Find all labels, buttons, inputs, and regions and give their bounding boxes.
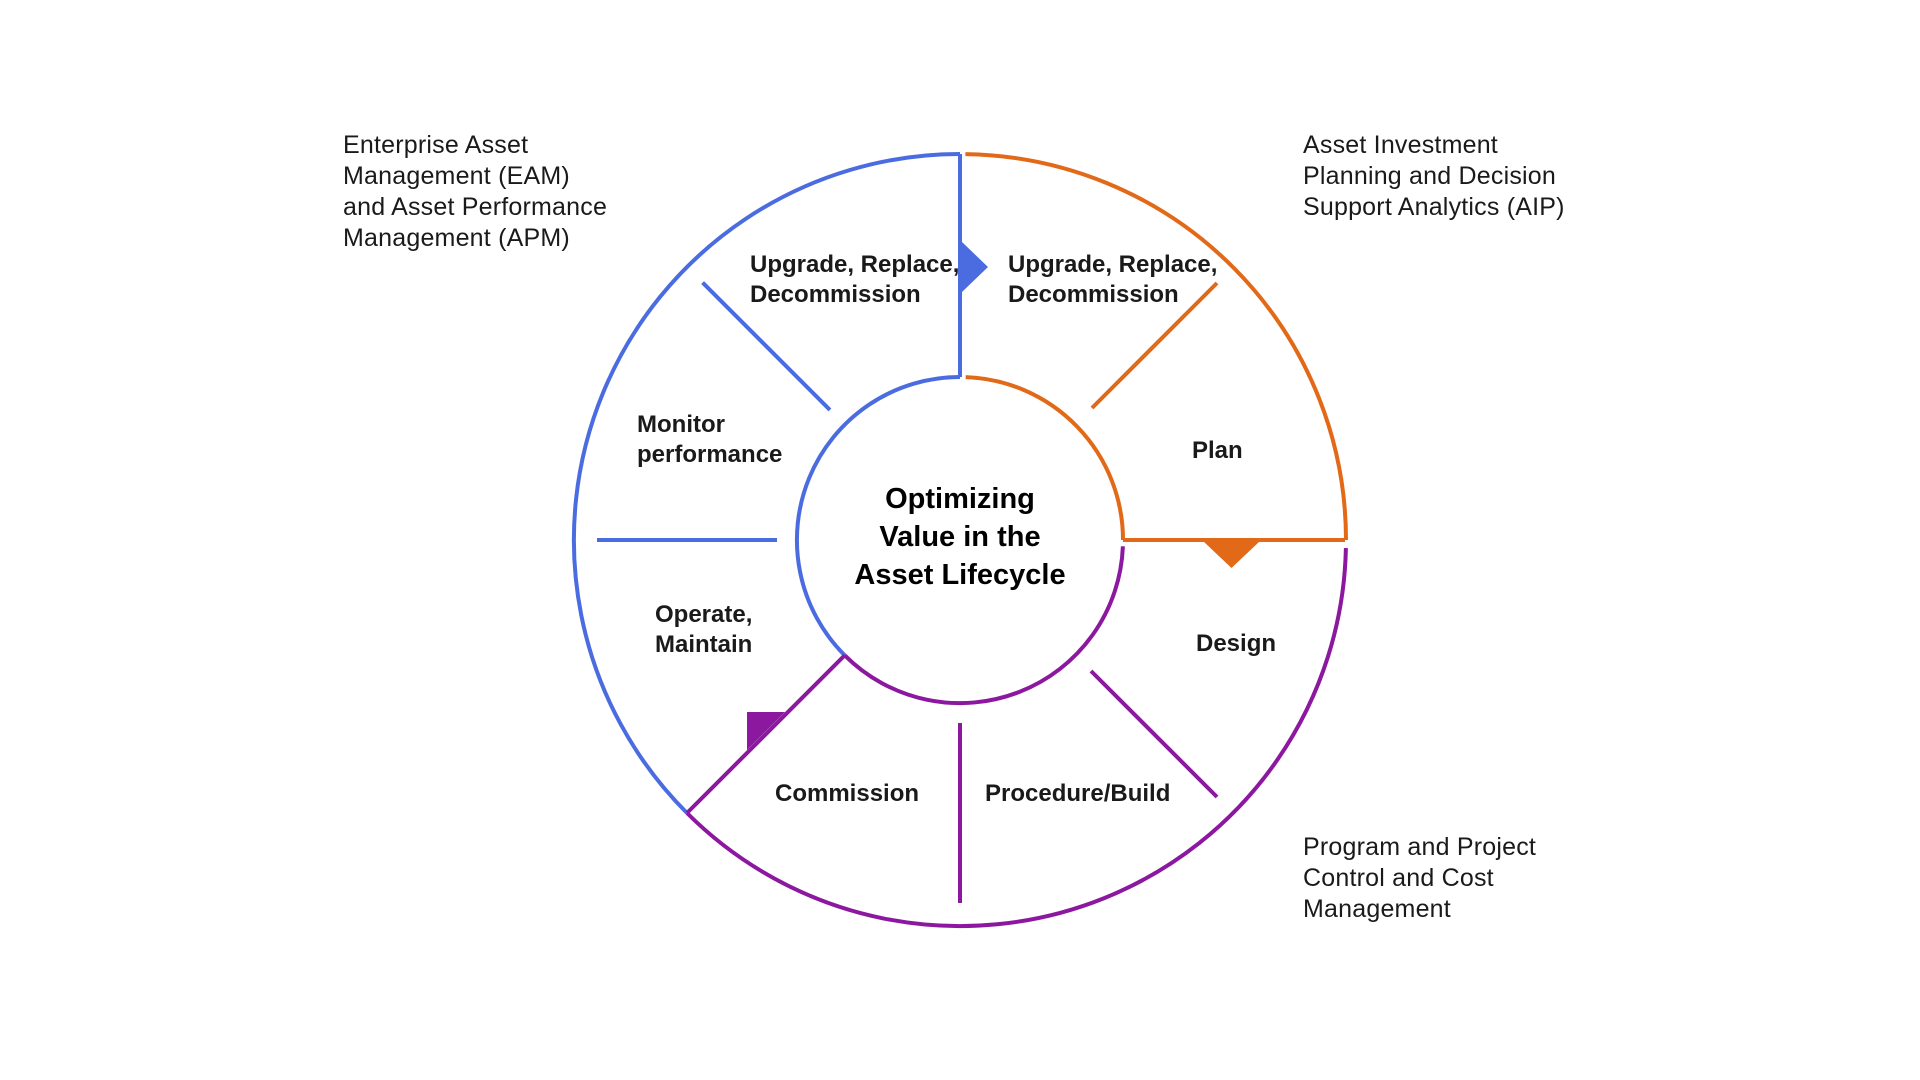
segment-label-operate-maintain: Operate, Maintain <box>655 601 753 658</box>
aip-to-ppc-arrow-icon <box>1203 541 1260 568</box>
annotation-eam-apm: Enterprise Asset Management (EAM) and As… <box>343 131 608 252</box>
segment-label-procedure-build: Procedure/Build <box>985 780 1171 807</box>
segment-label-upgrade-eam: Upgrade, Replace, Decommission <box>750 251 960 308</box>
aip-inner-arc <box>965 375 1125 541</box>
segment-label-design: Design <box>1196 630 1277 657</box>
ppc-inner-arc <box>843 546 1125 706</box>
ppc-outer-arc <box>685 548 1348 929</box>
center-title: Optimizing Value in the Asset Lifecycle <box>854 483 1066 591</box>
eam-inner-arc <box>794 375 961 657</box>
ppc-to-eam-arrow-icon <box>747 712 785 750</box>
divider-upgrade-plan <box>1090 281 1219 410</box>
divider-upgrade-monitor <box>701 281 832 412</box>
annotation-program-project: Program and Project Control and Cost Man… <box>1303 833 1537 923</box>
aip-outer-arc <box>965 152 1348 541</box>
segment-label-plan: Plan <box>1192 437 1243 464</box>
segment-label-monitor-performance: Monitor performance <box>637 411 783 468</box>
segment-label-upgrade-aip: Upgrade, Replace, Decommission <box>1008 251 1218 308</box>
eam-to-aip-arrow-icon <box>962 242 988 292</box>
divider-ppc-eam <box>685 653 847 815</box>
divider-procedure-design <box>1089 669 1219 799</box>
annotation-aip: Asset Investment Planning and Decision S… <box>1303 131 1565 221</box>
eam-outer-arc <box>571 152 961 815</box>
segment-label-commission: Commission <box>775 780 920 807</box>
